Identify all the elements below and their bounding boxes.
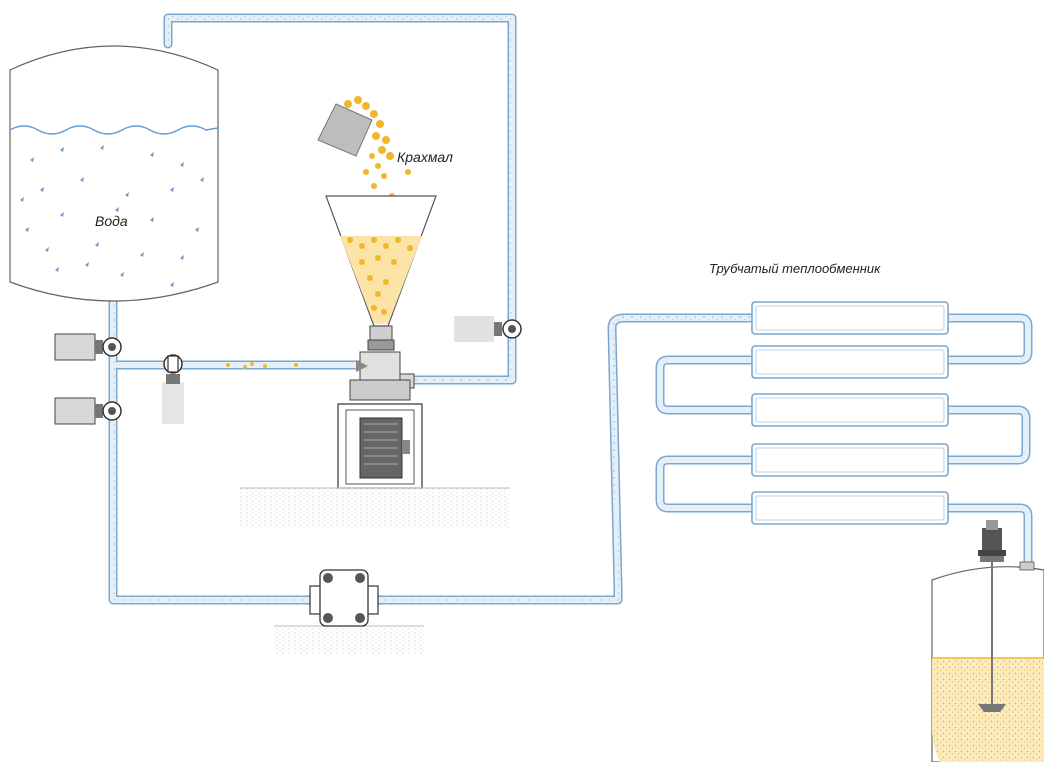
hopper [325,195,437,351]
agitator-icon [978,520,1006,712]
mixer-unit [337,351,423,489]
motor-icon [54,397,122,425]
tubular-heat-exchanger [751,301,949,525]
heat-exchanger-label: Трубчатый теплообменник [709,261,881,276]
valve-icon [162,354,184,424]
ground [240,487,510,654]
water-tank [9,45,219,302]
lobe-pump-icon [309,569,379,627]
product-tank [931,561,1044,762]
starch-label: Крахмал [397,149,453,165]
motor-icon [54,333,122,361]
pipe-network [108,13,1033,605]
water-label: Вода [95,213,128,229]
valve-icon [454,316,522,342]
starch-bag [317,103,373,157]
